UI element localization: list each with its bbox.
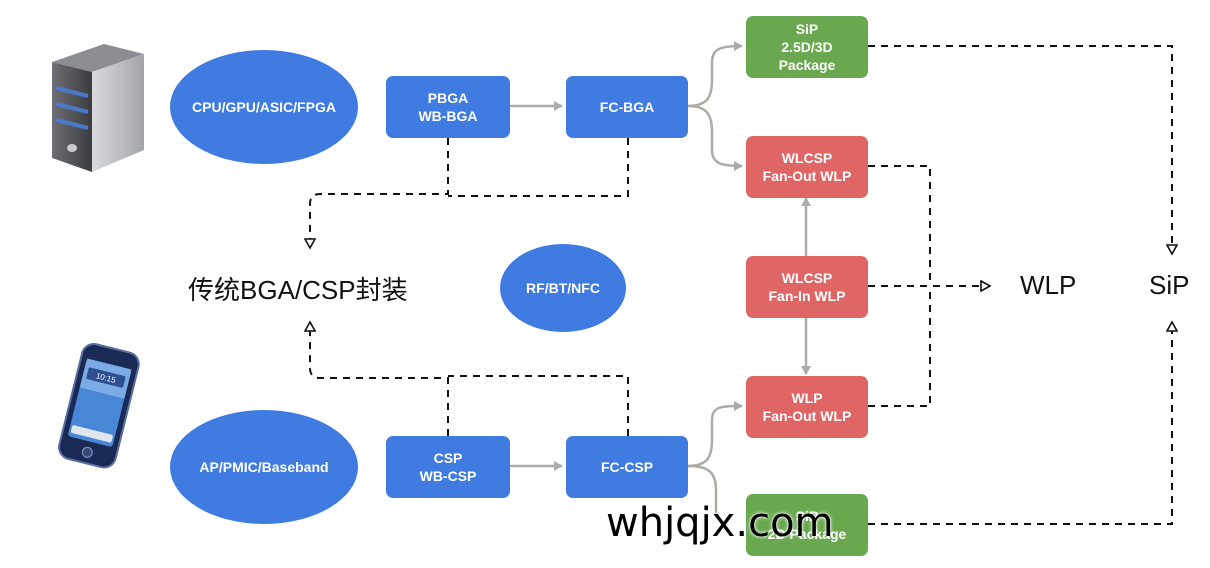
pbga-wb-bga-node: PBGA WB-BGA	[386, 76, 510, 138]
sip-label: SiP	[1149, 270, 1190, 300]
dash-sip-top-to-sip	[868, 45, 1172, 254]
wlcsp-fan-in-wlp-node: WLCSP Fan-In WLP	[746, 256, 868, 318]
wlcsp-fan-out-wlp-node: WLCSP Fan-Out WLP	[746, 136, 868, 198]
dash-sip-bottom-to-sip	[868, 322, 1172, 525]
arrow-fcbga-to-sip-top	[687, 41, 743, 108]
sip-2d-package-node: SiP 2D Package	[746, 494, 868, 556]
dash-csp-to-traditional	[310, 322, 449, 436]
fc-bga-node: FC-BGA	[566, 76, 688, 138]
arrow-fcbga-to-wlcsp-fanout	[687, 104, 743, 171]
fc-csp-node: FC-CSP	[566, 436, 688, 498]
dash-wlcsp-fanout-to-wlp	[868, 165, 931, 286]
traditional-bga-csp-label: 传统BGA/CSP封装	[188, 275, 408, 305]
wlp-label: WLP	[1020, 270, 1077, 300]
wlp-fan-out-wlp-node: WLP Fan-Out WLP	[746, 376, 868, 438]
dash-wlp-fanout-to-wlp	[868, 286, 931, 407]
ap-pmic-baseband-node: AP/PMIC/Baseband	[170, 410, 358, 524]
dash-fccsp-to-traditional	[448, 375, 629, 436]
arrow-fccsp-to-sip-bottom	[687, 464, 718, 514]
rf-bt-nfc-node: RF/BT/NFC	[500, 244, 626, 332]
server-icon	[52, 44, 144, 172]
mobile-phone-icon: 10:15	[58, 343, 140, 469]
dash-fcbga-to-traditional	[448, 138, 629, 197]
dash-pbga-to-traditional	[310, 138, 449, 248]
watermark-text: whjqjx.com	[606, 500, 834, 546]
cpu-gpu-asic-fpga-node: CPU/GPU/ASIC/FPGA	[170, 50, 358, 164]
arrow-fccsp-to-wlp-fanout	[687, 401, 743, 468]
csp-wb-csp-node: CSP WB-CSP	[386, 436, 510, 498]
sip-2-5d-3d-package-node: SiP 2.5D/3D Package	[746, 16, 868, 78]
